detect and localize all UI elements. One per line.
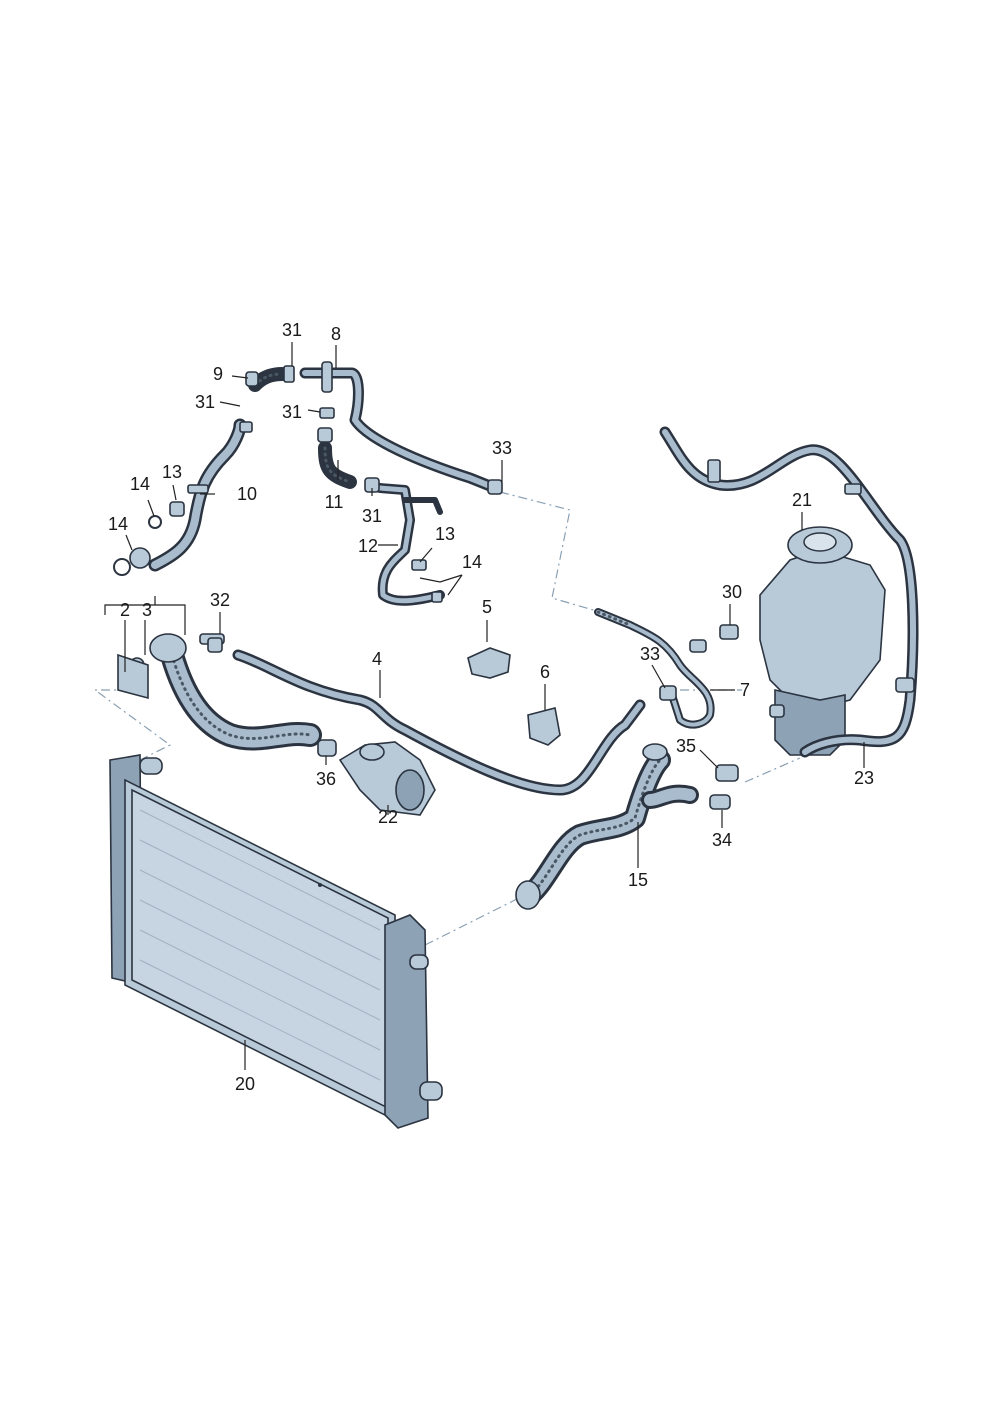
label-22: 22 — [378, 807, 398, 827]
coolant-hose-10 — [148, 418, 247, 572]
label-20: 20 — [235, 1074, 255, 1094]
label-23: 23 — [854, 768, 874, 788]
coolant-hose-8 — [299, 361, 503, 495]
bracket-5 — [467, 647, 511, 679]
label-5: 5 — [482, 597, 492, 617]
clamp-36 — [317, 739, 337, 757]
clamp-35 — [715, 764, 739, 782]
radiator — [109, 754, 443, 1129]
label-6: 6 — [540, 662, 550, 682]
part-labels: 31 8 9 31 31 33 14 13 10 11 31 14 12 13 … — [108, 320, 874, 1094]
bracket-6 — [527, 707, 561, 746]
expansion-tank-21 — [759, 526, 886, 756]
label-9: 9 — [213, 364, 223, 384]
label-13: 13 — [435, 524, 455, 544]
label-14: 14 — [462, 552, 482, 572]
label-4: 4 — [372, 649, 382, 669]
coolant-pipe-12 — [364, 477, 445, 606]
label-3: 3 — [142, 600, 152, 620]
label-21: 21 — [792, 490, 812, 510]
label-2: 2 — [120, 600, 130, 620]
label-8: 8 — [331, 324, 341, 344]
coolant-hose-11 — [317, 427, 357, 489]
label-13: 13 — [162, 462, 182, 482]
label-34: 34 — [712, 830, 732, 850]
coolant-hose-7 — [594, 608, 715, 729]
label-10: 10 — [237, 484, 257, 504]
coolant-hose-23 — [659, 426, 919, 758]
label-33: 33 — [492, 438, 512, 458]
label-32: 32 — [210, 590, 230, 610]
label-30: 30 — [722, 582, 742, 602]
leader-lines — [104, 342, 865, 1070]
coolant-hose-15 — [515, 743, 699, 910]
label-31: 31 — [362, 506, 382, 526]
label-31: 31 — [282, 402, 302, 422]
clamp-33 — [659, 685, 677, 701]
clamp-30 — [719, 624, 739, 640]
label-31: 31 — [282, 320, 302, 340]
coolant-hose-9 — [248, 365, 295, 392]
label-36: 36 — [316, 769, 336, 789]
label-31: 31 — [195, 392, 215, 412]
label-14: 14 — [108, 514, 128, 534]
label-33: 33 — [640, 644, 660, 664]
label-11: 11 — [325, 492, 344, 512]
label-15: 15 — [628, 870, 648, 890]
label-12: 12 — [358, 536, 378, 556]
label-7: 7 — [740, 680, 750, 700]
clamp-34 — [709, 794, 731, 810]
coolant-hose-4 — [232, 649, 646, 796]
label-14: 14 — [130, 474, 150, 494]
coolant-flange-22 — [338, 741, 436, 816]
coolant-hose-1 — [149, 633, 322, 751]
label-35: 35 — [676, 736, 696, 756]
